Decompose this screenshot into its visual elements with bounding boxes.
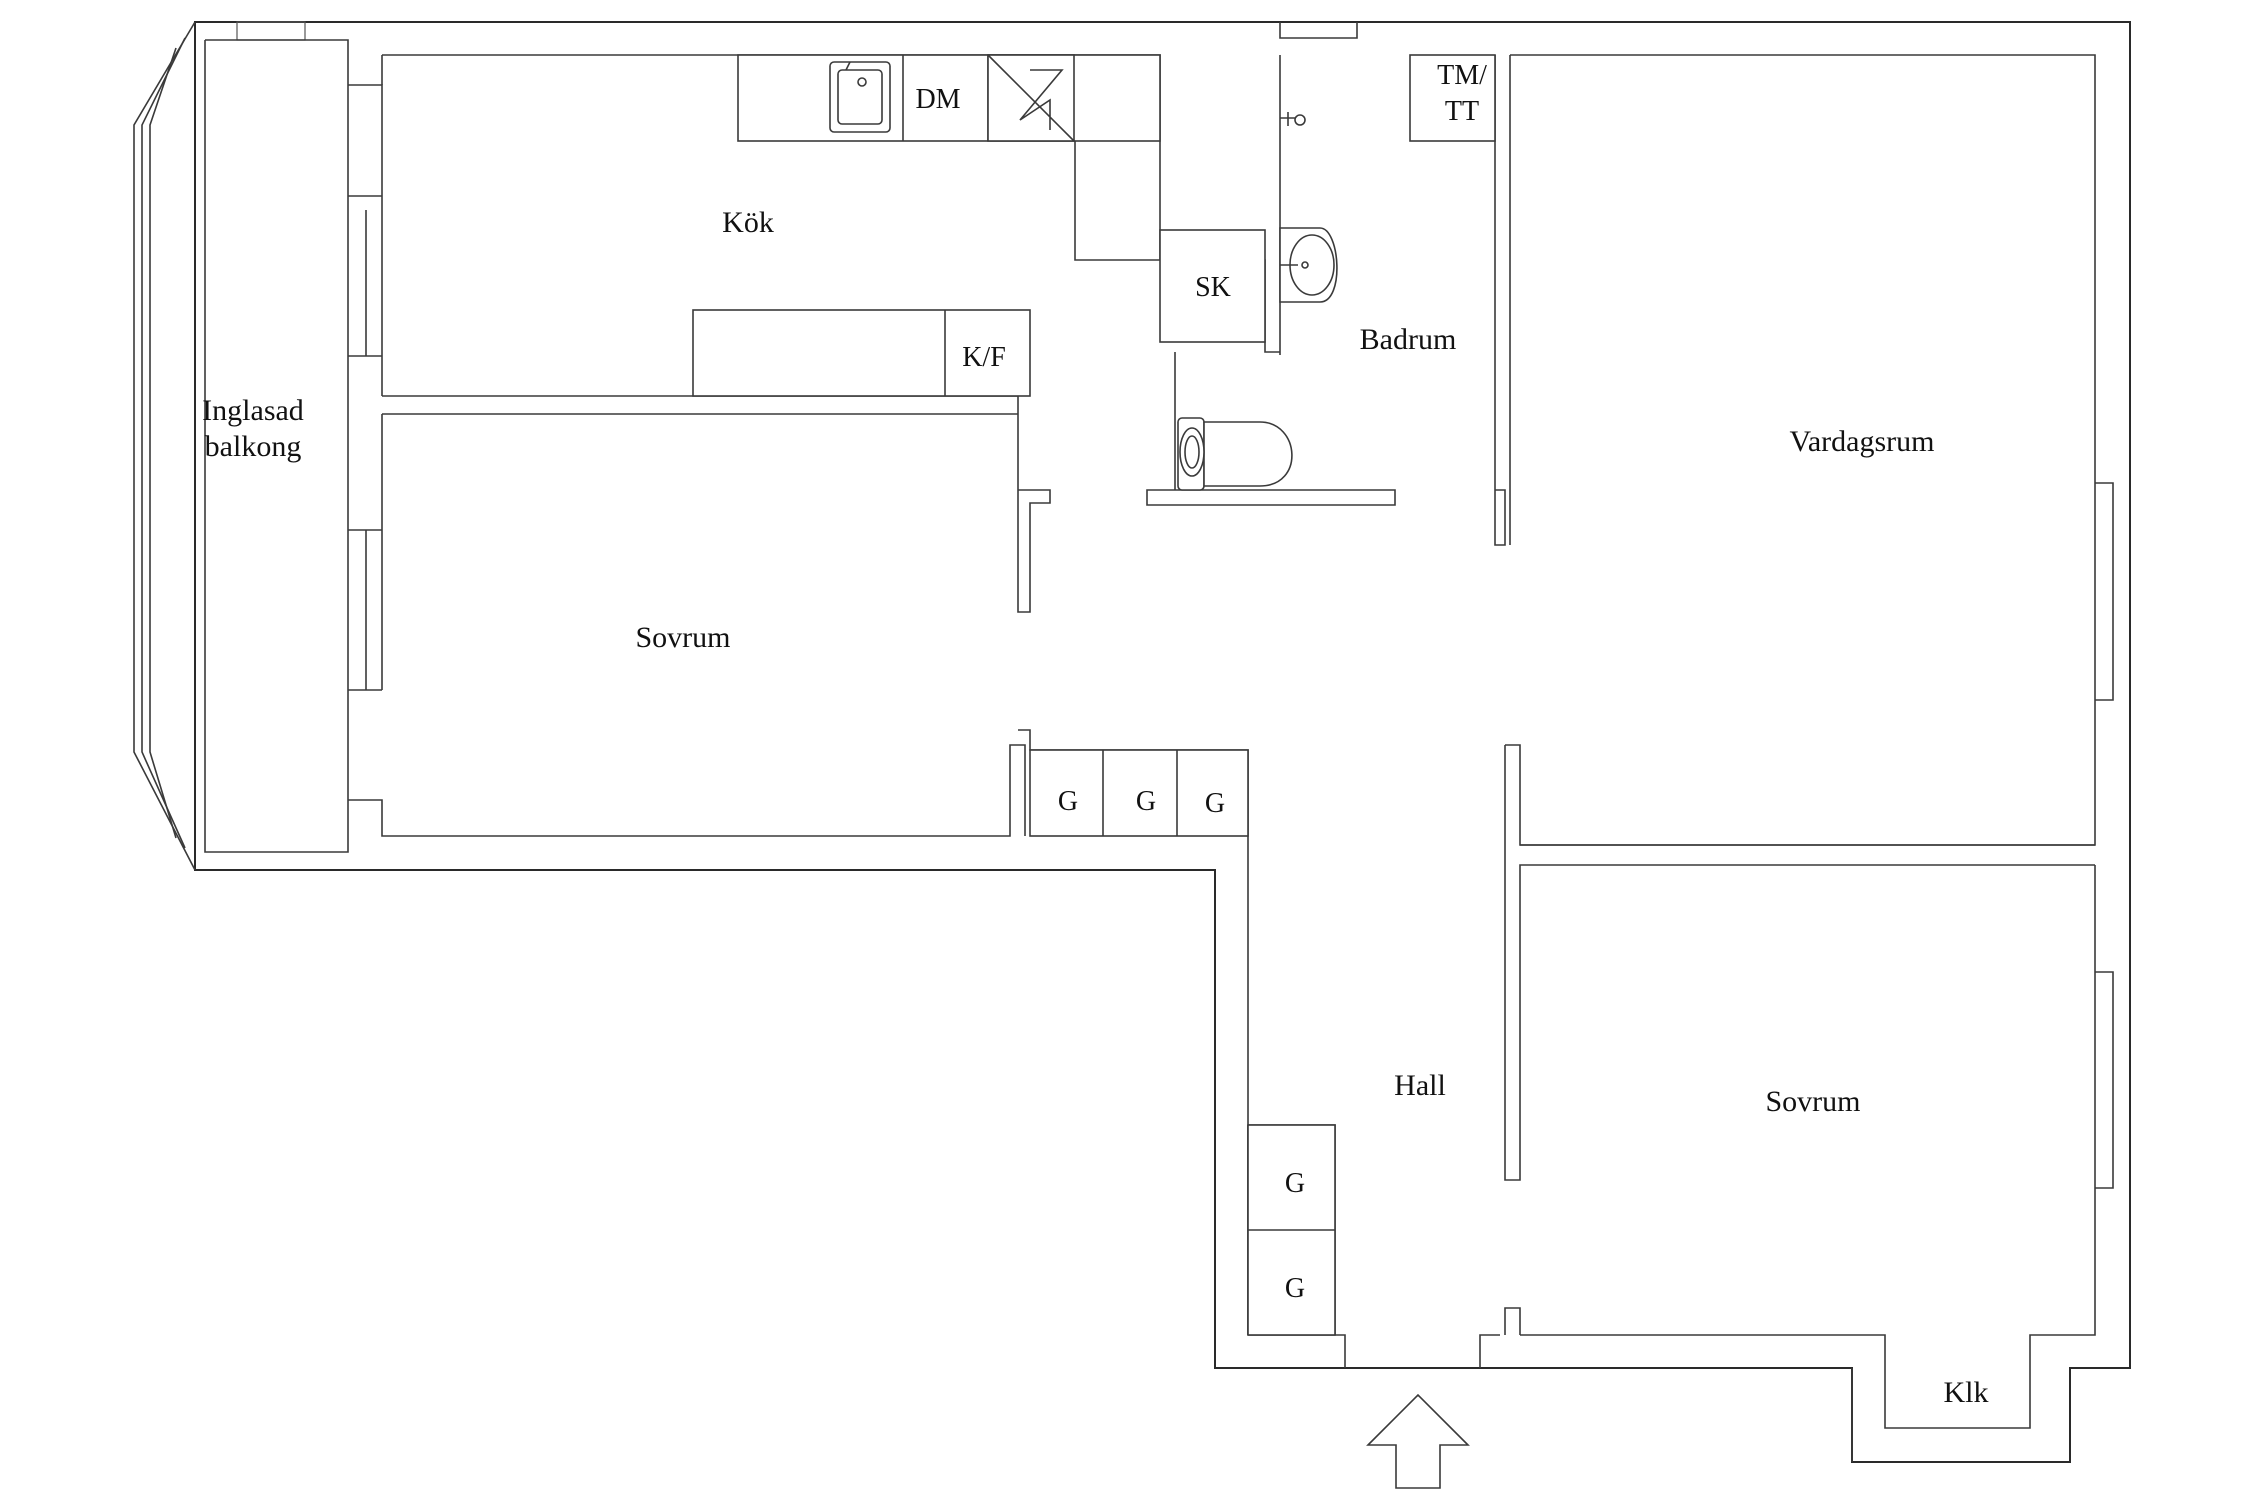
faucet-icon bbox=[1280, 112, 1306, 126]
interior-walls bbox=[382, 22, 2114, 1335]
washbasin-icon bbox=[1279, 227, 1338, 303]
room-label-balcony-line1: Inglasad bbox=[202, 394, 304, 427]
bay-window bbox=[133, 21, 349, 871]
room-label-walk-in-closet: Klk bbox=[1944, 1376, 1989, 1409]
room-label-bedroom-right: Sovrum bbox=[1765, 1085, 1860, 1118]
fixture-label-cabinet: SK bbox=[1195, 272, 1231, 303]
room-label-bathroom: Badrum bbox=[1360, 323, 1457, 356]
room-label-balcony-line2: balkong bbox=[205, 430, 302, 463]
room-label-hall: Hall bbox=[1394, 1069, 1446, 1102]
entrance-arrow-icon bbox=[1366, 1393, 1470, 1489]
fixture-label-washer-line1: TM/ bbox=[1437, 60, 1487, 91]
wardrobes bbox=[1029, 749, 1336, 1336]
room-label-bedroom-left: Sovrum bbox=[635, 621, 730, 654]
fixture-label-dishwasher: DM bbox=[915, 84, 960, 115]
stove-icon bbox=[987, 54, 1075, 142]
wardrobe-label: G bbox=[1205, 788, 1225, 819]
wardrobe-label: G bbox=[1285, 1273, 1305, 1304]
wardrobe-label: G bbox=[1058, 786, 1078, 817]
kitchen-counters bbox=[692, 54, 1496, 397]
wardrobe-label: G bbox=[1136, 786, 1156, 817]
room-label-kitchen: Kök bbox=[722, 206, 774, 239]
fixture-label-fridge-freezer: K/F bbox=[962, 342, 1006, 373]
balcony-wall bbox=[348, 84, 1026, 837]
sink-icon bbox=[829, 61, 891, 133]
wardrobe-label: G bbox=[1285, 1168, 1305, 1199]
room-label-living-room: Vardagsrum bbox=[1790, 425, 1935, 458]
toilet-icon bbox=[1177, 417, 1293, 491]
fixture-label-washer-line2: TT bbox=[1445, 96, 1479, 127]
